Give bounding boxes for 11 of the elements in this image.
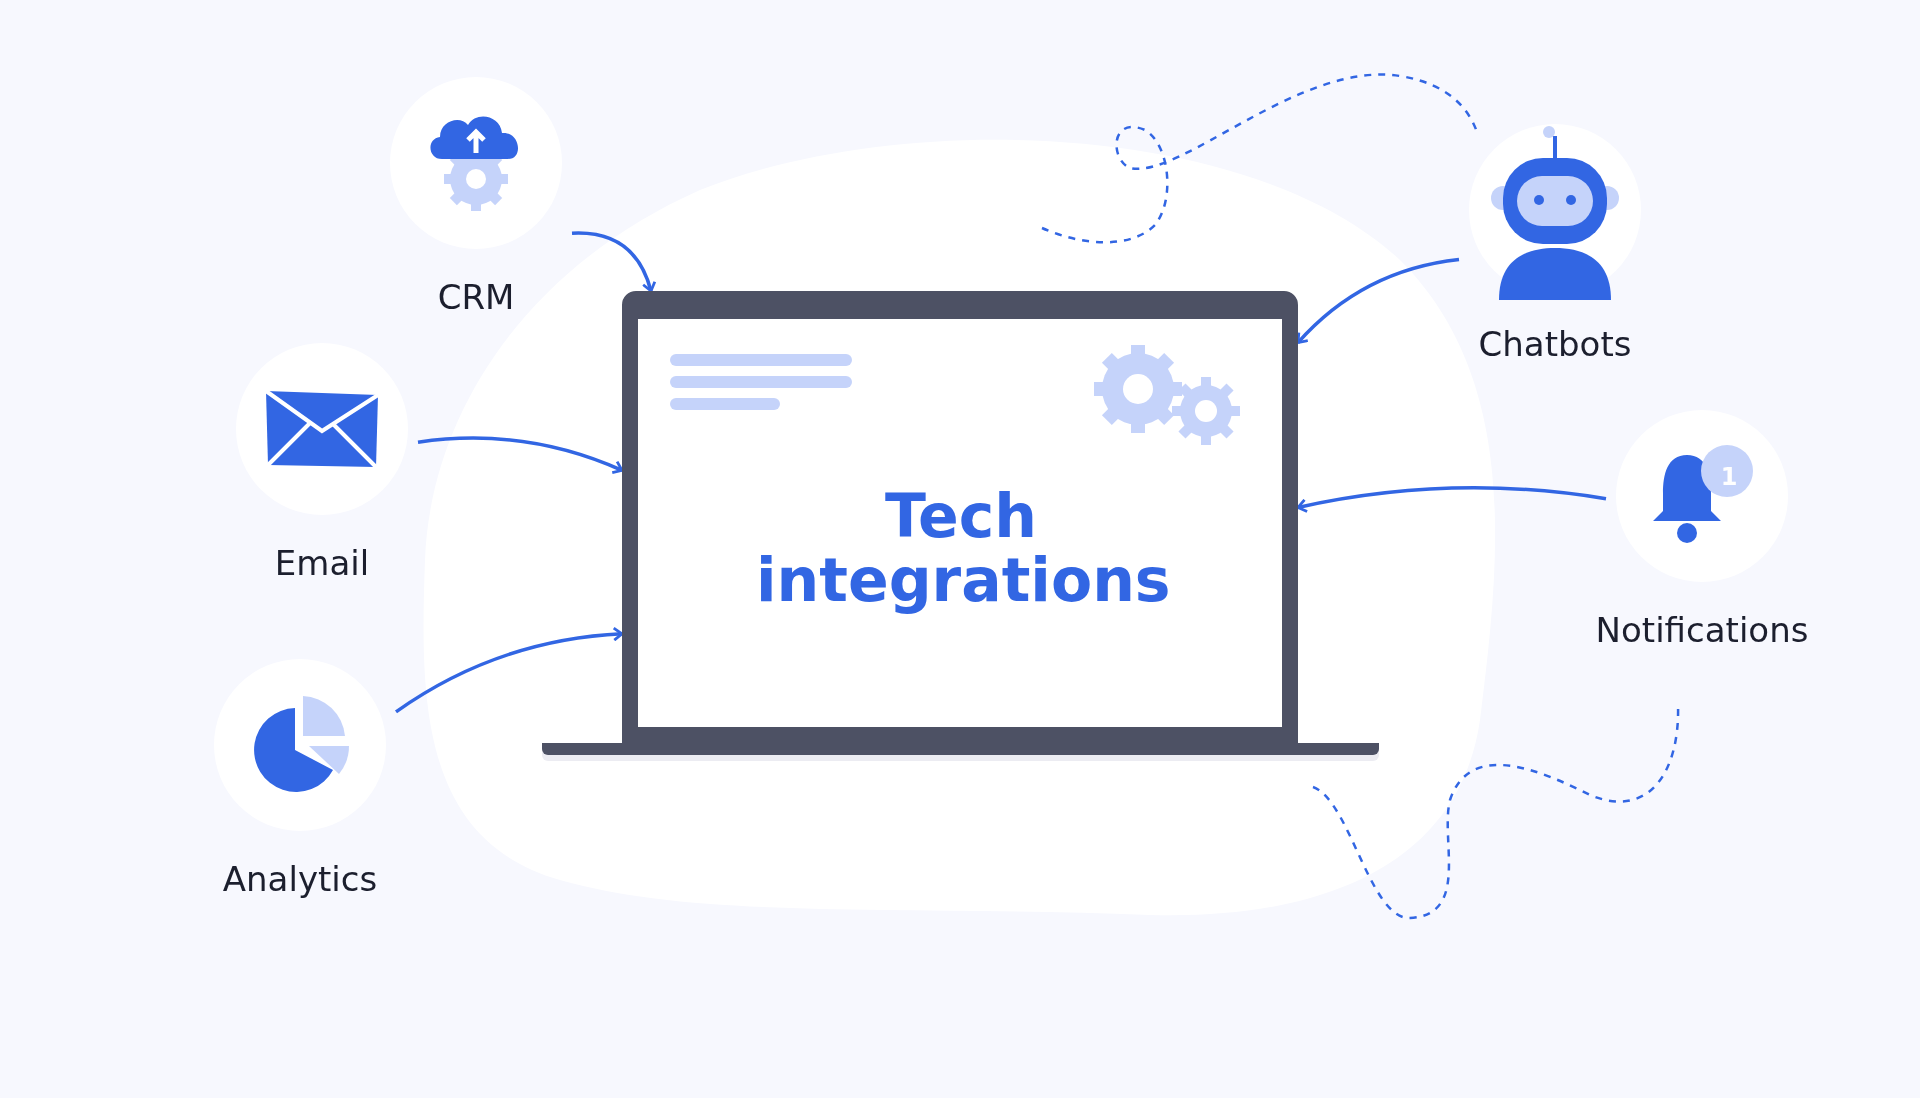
laptop-screen [622, 291, 1298, 743]
node-label: Tech integrations [756, 484, 1166, 612]
curved-arrow [572, 231, 656, 293]
category-label: CRM [437, 277, 515, 317]
curved-arrow [417, 436, 624, 475]
category-label: Chatbots [1478, 324, 1632, 364]
badge-count: 1 [1720, 464, 1738, 490]
curved-arrow [395, 626, 624, 714]
category-label: Notifications [1595, 610, 1809, 650]
category-label: Email [274, 543, 370, 583]
category-label: Analytics [222, 859, 378, 899]
